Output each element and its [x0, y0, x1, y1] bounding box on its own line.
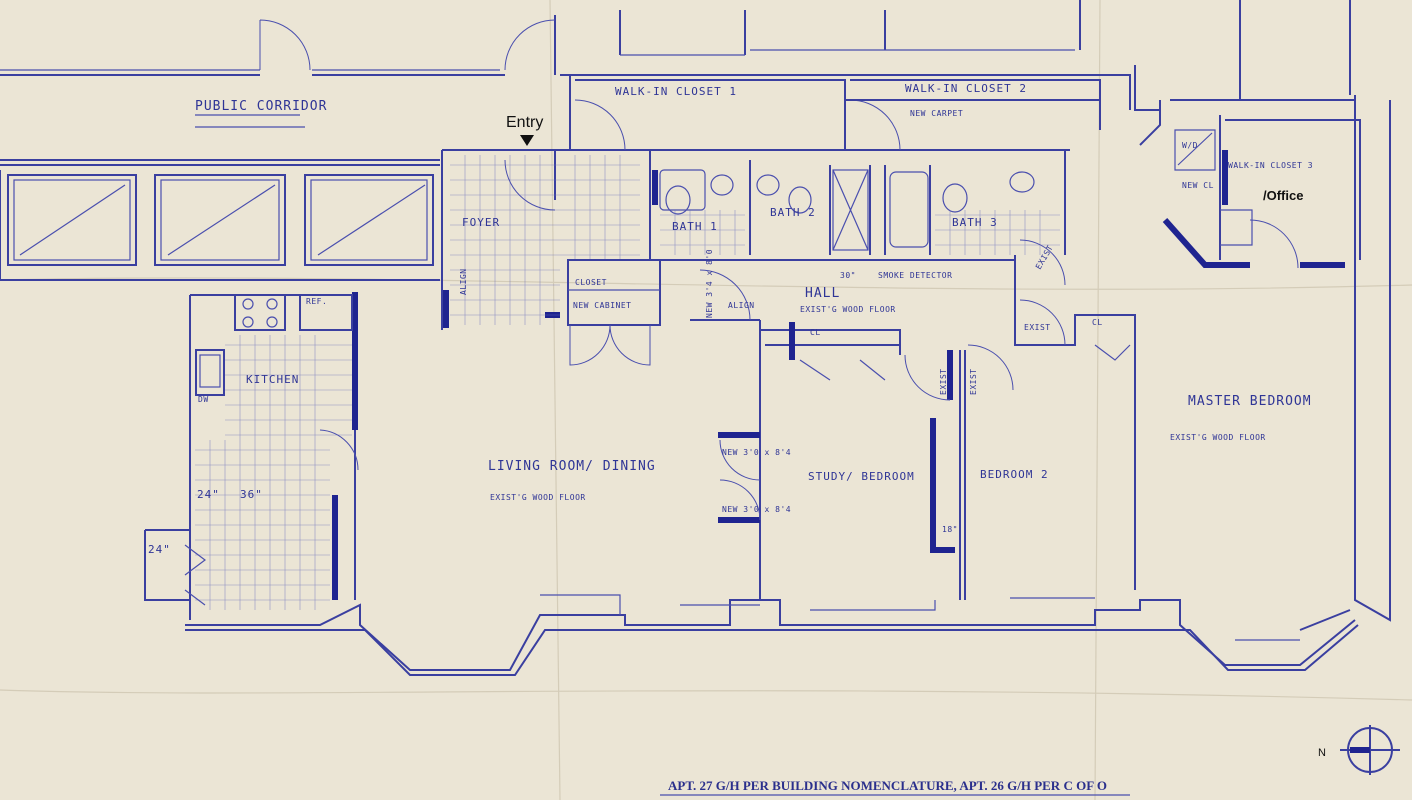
corridor-underline	[195, 114, 305, 128]
label-bath-2: BATH 2	[770, 206, 816, 219]
label-dim-24b: 24"	[148, 543, 171, 556]
closet-cabinet	[567, 259, 661, 366]
hall-area	[660, 239, 1136, 600]
label-new-door-2: NEW 3'0 x 8'4	[722, 505, 791, 514]
label-cl-2: CL	[1092, 318, 1103, 327]
label-dim-30: 30"	[840, 271, 856, 280]
label-exist-3: EXIST	[939, 368, 948, 395]
label-living-floor: EXIST'G WOOD FLOOR	[490, 493, 586, 502]
label-public-corridor: PUBLIC CORRIDOR	[195, 99, 327, 114]
label-bath-3: BATH 3	[952, 216, 998, 229]
label-new-carpet: NEW CARPET	[910, 109, 963, 118]
corridor-doors	[259, 19, 556, 71]
north-label: N	[1318, 747, 1326, 759]
label-exist-4: EXIST	[969, 368, 978, 395]
corridor-boxes	[7, 174, 434, 266]
bath-row	[569, 75, 1070, 260]
building-outline	[0, 0, 1391, 631]
plan-caption: APT. 27 G/H PER BUILDING NOMENCLATURE, A…	[668, 778, 1107, 793]
label-bedroom-2: BEDROOM 2	[980, 468, 1049, 481]
label-master-floor: EXIST'G WOOD FLOOR	[1170, 433, 1266, 442]
entry-arrow-icon	[520, 135, 534, 146]
label-walk-in-closet-2: WALK-IN CLOSET 2	[905, 82, 1027, 95]
walk-in-closets	[575, 79, 1101, 150]
label-wd: W/D	[1182, 141, 1198, 150]
label-exist-1: EXIST	[1024, 323, 1051, 332]
label-new-cl: NEW CL	[1182, 181, 1214, 190]
bedroom-walls	[718, 344, 1014, 600]
entry-label: Entry	[506, 114, 543, 131]
foyer	[441, 149, 650, 330]
label-walk-in-closet-1: WALK-IN CLOSET 1	[615, 85, 737, 98]
label-kitchen: KITCHEN	[246, 373, 299, 386]
office-closet	[1139, 100, 1361, 269]
label-foyer: FOYER	[462, 216, 500, 229]
kitchen	[144, 292, 359, 620]
label-closet: CLOSET	[575, 278, 607, 287]
office-label: /Office	[1263, 188, 1303, 203]
label-dim-18: 18"	[942, 525, 958, 534]
label-align-1: ALIGN	[728, 301, 755, 310]
label-new-door-3: NEW 3'4 x 8'0	[705, 249, 714, 318]
label-dim-24: 24"	[197, 488, 220, 501]
label-living-dining: LIVING ROOM/ DINING	[488, 459, 656, 474]
label-new-cabinet: NEW CABINET	[573, 301, 631, 310]
label-smoke-detector: SMOKE DETECTOR	[878, 271, 952, 280]
label-new-door-1: NEW 3'0 x 8'4	[722, 448, 791, 457]
label-align-2: ALIGN	[459, 268, 468, 295]
north-arrow	[1340, 725, 1400, 775]
label-ref: REF.	[306, 297, 327, 306]
label-bath-1: BATH 1	[672, 220, 718, 233]
south-bay-windows	[185, 594, 1359, 676]
label-master-bedroom: MASTER BEDROOM	[1188, 394, 1312, 409]
label-study-bedroom: STUDY/ BEDROOM	[808, 470, 915, 483]
label-hall-floor: EXIST'G WOOD FLOOR	[800, 305, 896, 314]
label-walk-in-closet-3: WALK-IN CLOSET 3	[1228, 161, 1313, 170]
label-dim-36: 36"	[240, 488, 263, 501]
label-dw: DW	[198, 395, 209, 404]
label-cl-1: CL	[810, 328, 821, 337]
label-hall: HALL	[805, 286, 840, 301]
